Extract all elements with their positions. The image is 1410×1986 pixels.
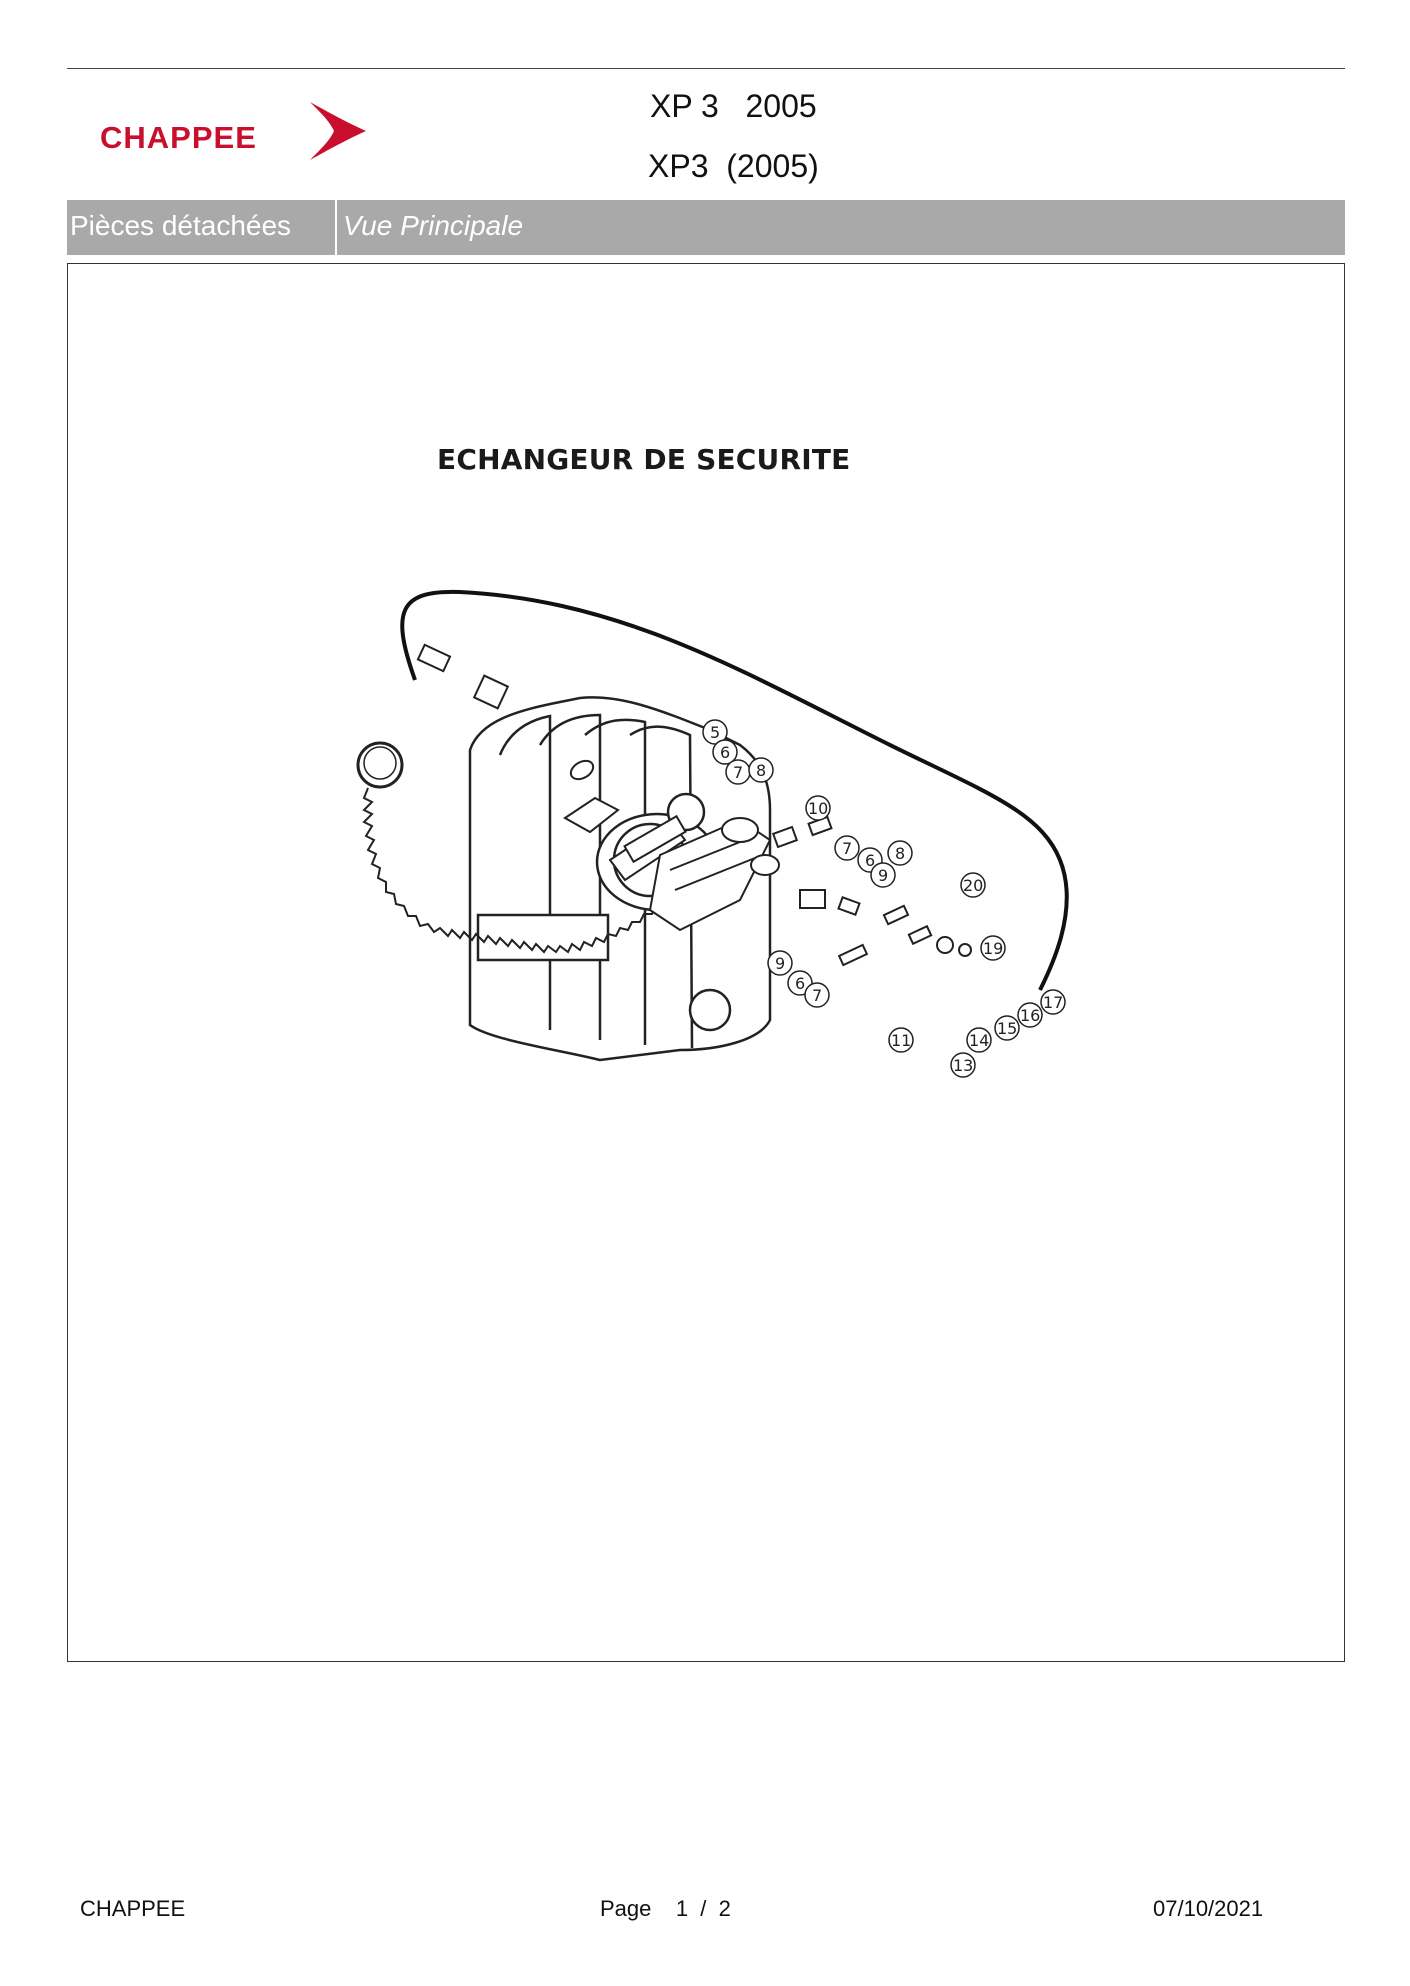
probe-nut — [472, 674, 510, 710]
callout-6: 6 — [720, 743, 730, 762]
callout-6c: 6 — [795, 974, 805, 993]
callout-20: 20 — [963, 876, 983, 895]
brand-logo-text: CHAPPEE — [100, 120, 257, 155]
document-subtitle: XP3 (2005) — [648, 148, 819, 184]
brand-logo: CHAPPEE — [100, 100, 370, 166]
callout-8: 8 — [756, 761, 766, 780]
callout-14: 14 — [969, 1031, 989, 1050]
callout-7c: 7 — [812, 986, 822, 1005]
callout-9: 9 — [878, 866, 888, 885]
callout-11: 11 — [891, 1031, 911, 1050]
callout-9b: 9 — [775, 954, 785, 973]
section-cell — [67, 200, 337, 255]
callout-7: 7 — [733, 763, 743, 782]
callout-19: 19 — [983, 939, 1003, 958]
capillary-cable — [400, 589, 1069, 991]
callout-7b: 7 — [842, 839, 852, 858]
exchanger-parts — [563, 759, 972, 967]
header-rule — [67, 68, 1345, 69]
probe-tip — [416, 643, 452, 673]
callout-13: 13 — [953, 1056, 973, 1075]
section-label: Pièces détachées — [70, 210, 292, 241]
callout-15: 15 — [997, 1019, 1017, 1038]
callout-16: 16 — [1020, 1006, 1040, 1025]
callout-17: 17 — [1043, 993, 1063, 1012]
callout-5: 5 — [710, 723, 720, 742]
view-label: Vue Principale — [343, 210, 524, 241]
callout-10: 10 — [808, 799, 828, 818]
callout-6b: 6 — [865, 851, 875, 870]
document-title: XP 3 2005 — [650, 88, 817, 124]
footer-date: 07/10/2021 — [1153, 1896, 1264, 1921]
callout-8b: 8 — [895, 844, 905, 863]
part-callouts: 5 6 7 8 10 7 6 8 9 20 9 6 7 11 19 13 14 … — [702, 719, 1066, 1078]
footer-company: CHAPPEE — [80, 1896, 186, 1921]
exploded-parts-diagram: 5 6 7 8 10 7 6 8 9 20 9 6 7 11 19 13 14 … — [356, 589, 1069, 1078]
brand-swoosh-icon — [310, 102, 366, 160]
section-bar: Pièces détachées Vue Principale — [67, 200, 1345, 255]
footer-page-number: Page 1 / 2 — [600, 1896, 731, 1921]
diagram-title: ECHANGEUR DE SECURITE — [437, 443, 851, 476]
